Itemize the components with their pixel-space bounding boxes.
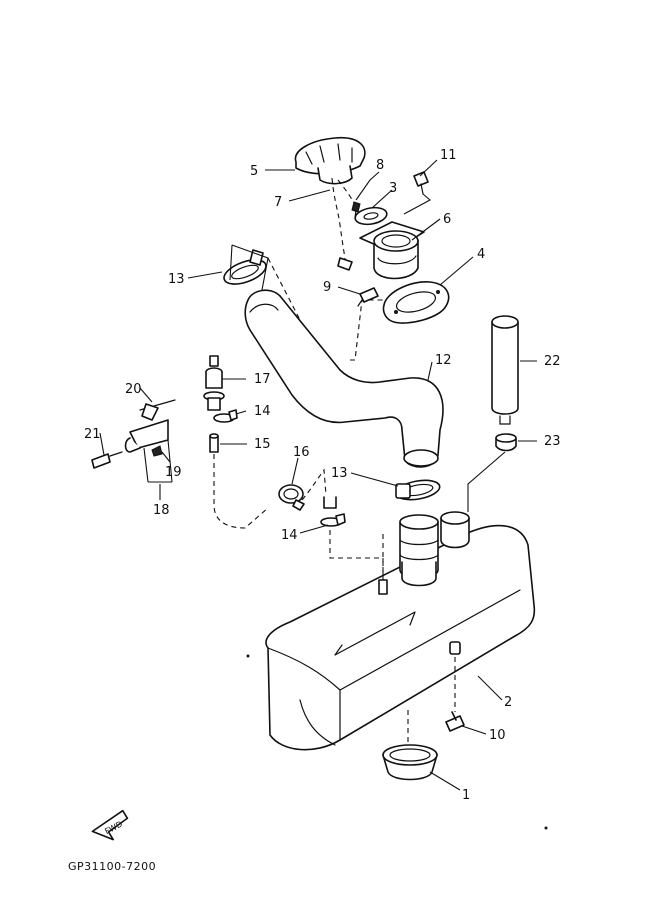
drain-cup <box>382 744 438 781</box>
bracket-screw-19 <box>151 445 163 457</box>
callout-labels: 1 2 3 4 5 6 7 8 9 10 11 12 13 13 14 14 1… <box>84 148 561 803</box>
fuel-hose <box>244 289 444 468</box>
grommet <box>495 433 517 452</box>
callout-20: 20 <box>125 382 142 397</box>
callout-14-lower: 14 <box>281 528 298 543</box>
callout-3: 3 <box>389 181 397 196</box>
bracket-bolt-21 <box>91 451 123 469</box>
callout-7: 7 <box>274 195 282 210</box>
callout-15: 15 <box>254 437 271 452</box>
hose-clip-upper <box>213 409 238 423</box>
callout-leaders <box>99 159 537 791</box>
hose-end <box>323 496 337 509</box>
tank-filler-neck <box>399 514 439 587</box>
filler-cap <box>294 136 366 185</box>
callout-2: 2 <box>504 695 512 710</box>
filler-neck-holder <box>359 221 425 280</box>
vent-pipe <box>491 315 519 425</box>
fuel-bracket <box>124 399 176 453</box>
callout-1: 1 <box>462 788 470 803</box>
callout-8: 8 <box>376 158 384 173</box>
hose-clamp-upper <box>223 249 267 285</box>
callout-9: 9 <box>323 280 331 295</box>
small-hose <box>209 433 219 453</box>
callout-22: 22 <box>544 354 561 369</box>
callout-4: 4 <box>477 247 485 262</box>
screw-8 <box>351 201 361 219</box>
callout-10: 10 <box>489 728 506 743</box>
callout-11: 11 <box>440 148 457 163</box>
tank-outlet-fitting <box>378 534 388 595</box>
forward-arrow-icon: FWD <box>91 809 129 841</box>
gasket-small <box>354 206 388 226</box>
callout-18: 18 <box>153 503 170 518</box>
hose-clip-lower <box>320 513 346 527</box>
tank-fitting <box>449 641 461 655</box>
callout-23: 23 <box>544 434 561 449</box>
fuel-tank <box>265 524 536 751</box>
gasket-large <box>382 281 450 324</box>
diagram-code: GP31100-7200 <box>68 860 156 873</box>
fuel-fitting <box>203 355 225 411</box>
cap-chain <box>331 177 363 271</box>
callout-17: 17 <box>254 372 271 387</box>
callout-5: 5 <box>250 164 258 179</box>
callout-19: 19 <box>165 465 182 480</box>
callout-14-upper: 14 <box>254 404 271 419</box>
callout-12: 12 <box>435 353 452 368</box>
hose-clamp-16 <box>278 484 305 511</box>
callout-21: 21 <box>84 427 101 442</box>
callout-13-upper: 13 <box>168 272 185 287</box>
callout-13-lower: 13 <box>331 466 348 481</box>
tank-clip <box>445 711 465 732</box>
callout-16: 16 <box>293 445 310 460</box>
tank-vent-boss <box>440 511 470 549</box>
screw-9 <box>357 287 379 307</box>
callout-6: 6 <box>443 212 451 227</box>
screw-11 <box>413 171 429 195</box>
hose-clamp-lower <box>395 479 441 501</box>
